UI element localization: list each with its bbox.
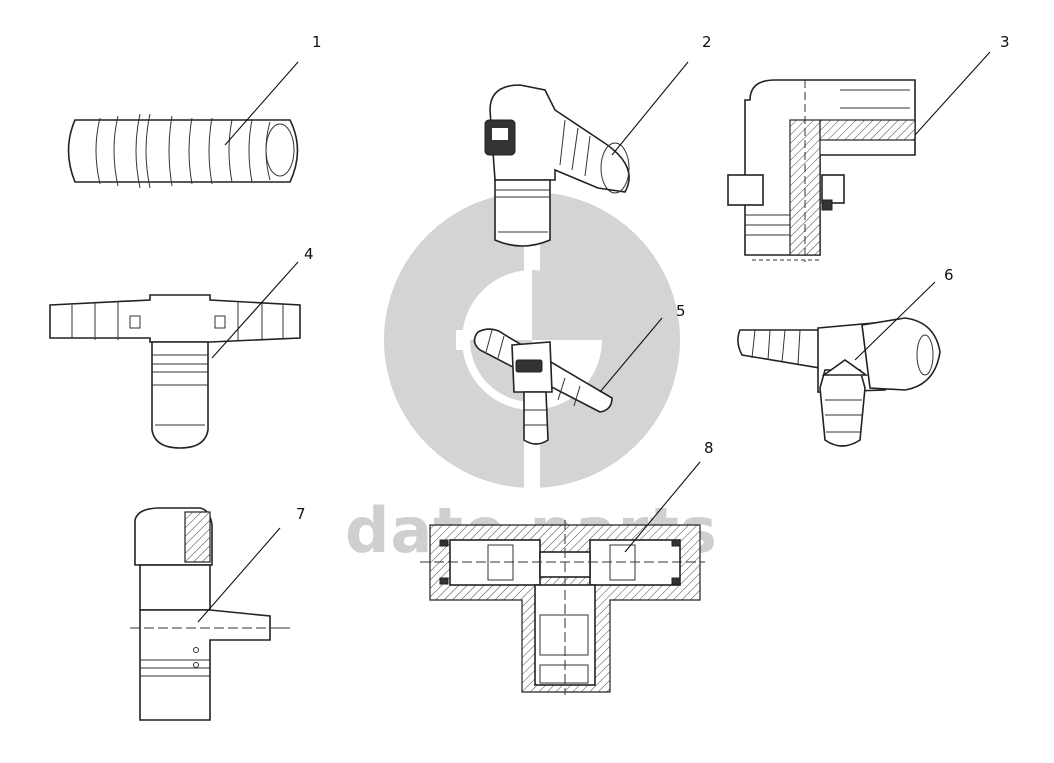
part-6-tee-with-cap: 6 xyxy=(737,266,954,447)
part-5-small-tee: 5 xyxy=(473,302,686,445)
part-2-elbow-connector: 2 xyxy=(484,33,712,247)
callout-8: 8 xyxy=(704,439,714,457)
part-7-angled-section: 7 xyxy=(130,505,306,721)
callout-2: 2 xyxy=(702,33,712,51)
callout-7: 7 xyxy=(296,505,306,523)
callout-4: 4 xyxy=(304,245,314,263)
callout-1: 1 xyxy=(312,33,322,51)
part-8-tee-section: 8 xyxy=(420,439,714,695)
callout-3: 3 xyxy=(1000,33,1010,51)
callout-5: 5 xyxy=(676,302,686,320)
part-1-straight-connector: 1 xyxy=(67,33,322,189)
part-4-tee-connector: 4 xyxy=(49,245,314,449)
part-3-elbow-section: 3 xyxy=(727,33,1010,262)
callout-6: 6 xyxy=(944,266,954,284)
